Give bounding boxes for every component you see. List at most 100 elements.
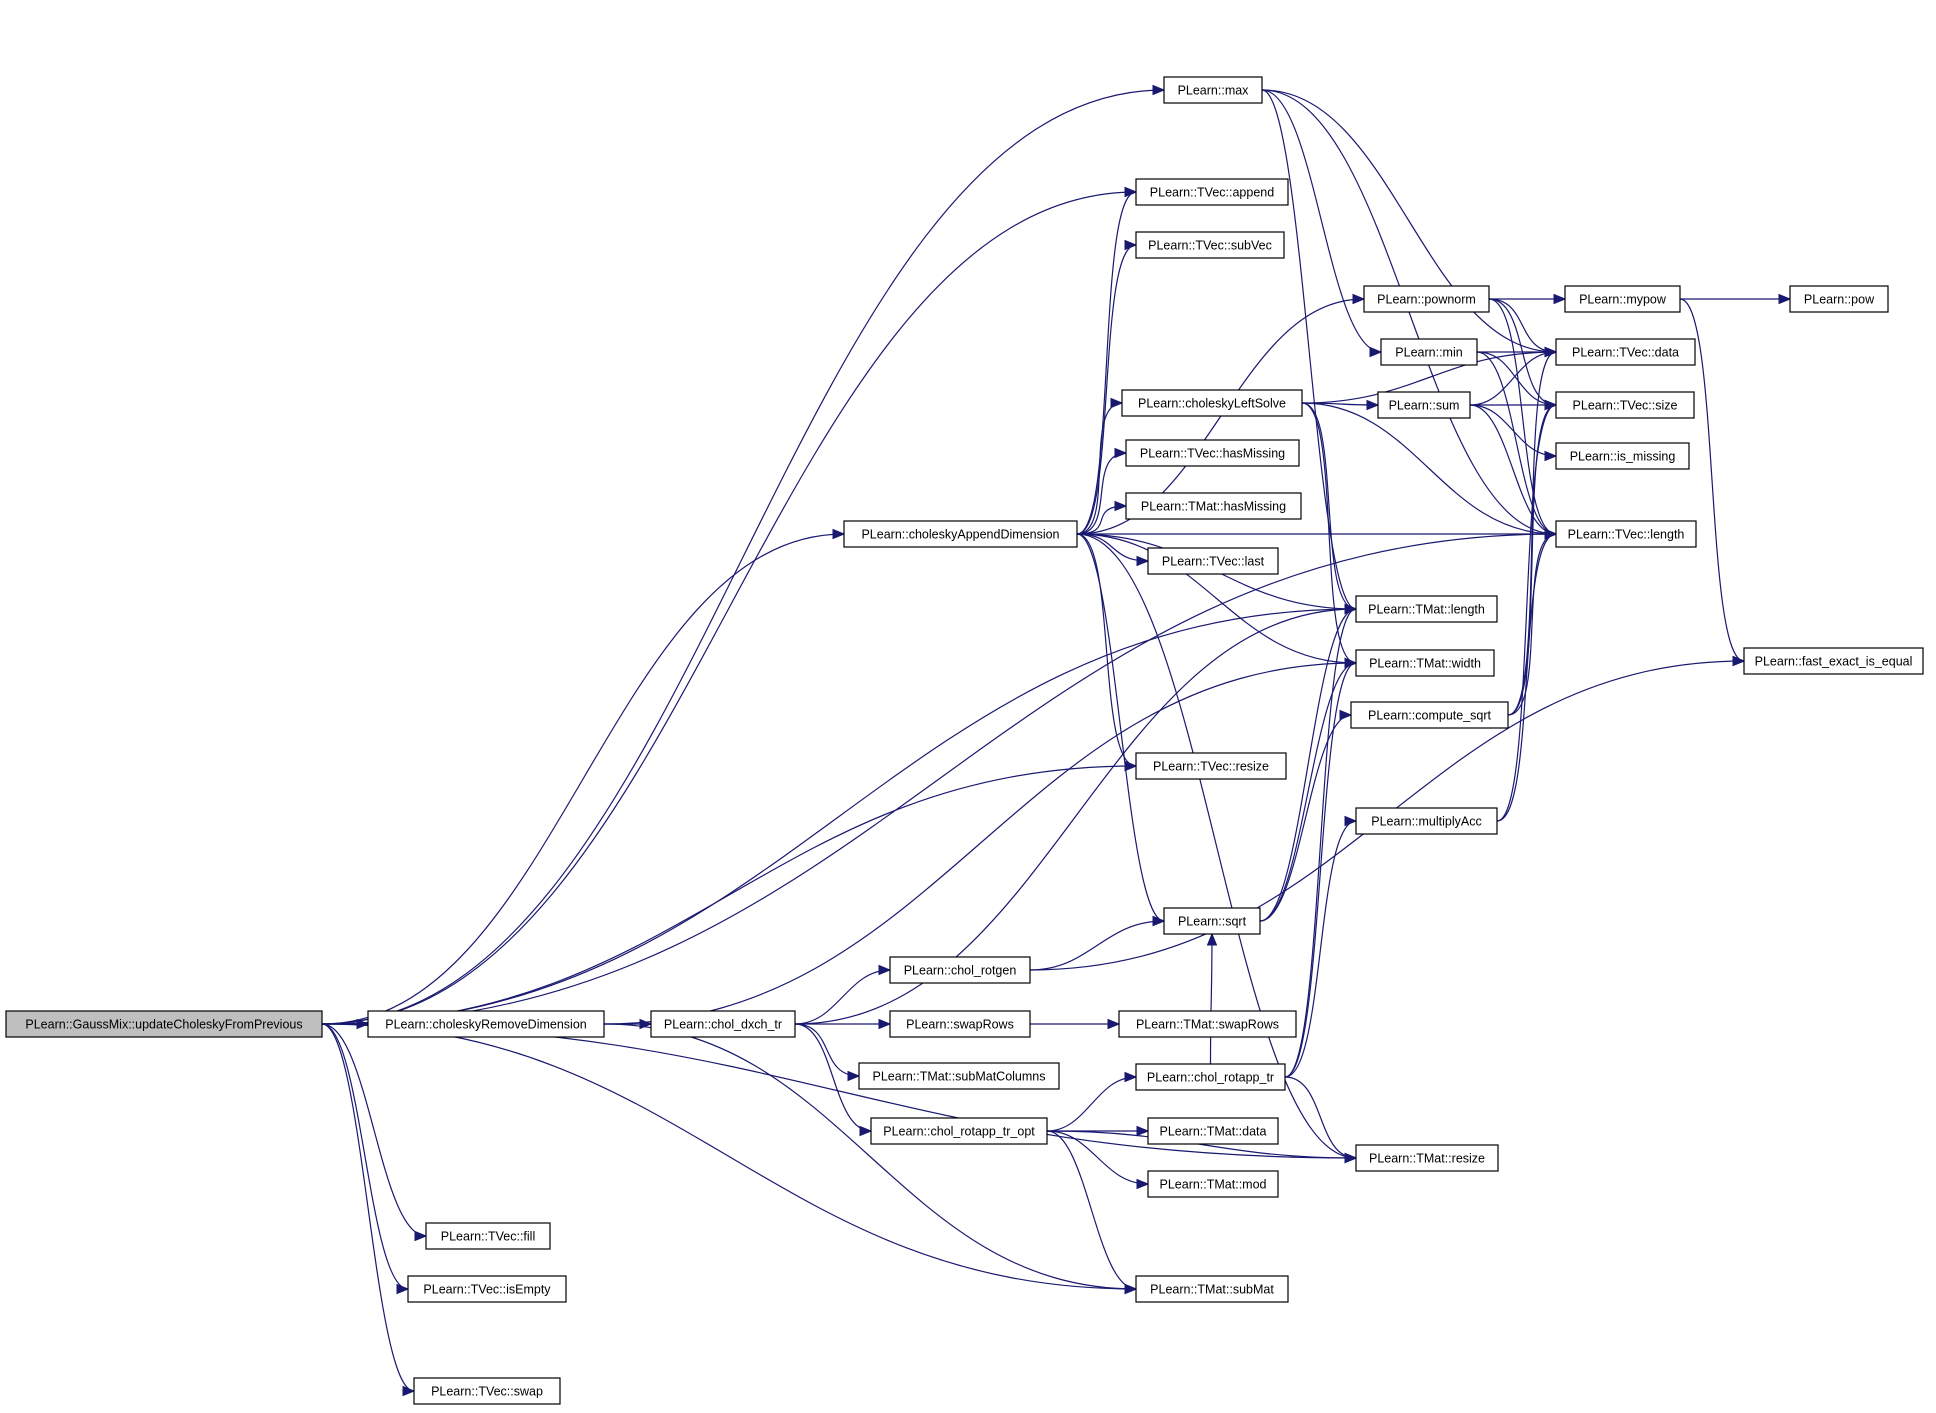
node-chol-append[interactable]: PLearn::choleskyAppendDimension xyxy=(843,520,1078,548)
node-tvec-last[interactable]: PLearn::TVec::last xyxy=(1147,547,1279,575)
node-tmat-resize[interactable]: PLearn::TMat::resize xyxy=(1355,1144,1499,1172)
node-pownorm[interactable]: PLearn::pownorm xyxy=(1363,285,1490,313)
node-tmat-submatcols[interactable]: PLearn::TMat::subMatColumns xyxy=(858,1062,1060,1090)
node-tvec-append[interactable]: PLearn::TVec::append xyxy=(1135,178,1289,206)
node-box[interactable] xyxy=(1789,285,1889,313)
node-fast-exact[interactable]: PLearn::fast_exact_is_equal xyxy=(1743,647,1924,675)
node-box[interactable] xyxy=(1564,285,1681,313)
node-tvec-length[interactable]: PLearn::TVec::length xyxy=(1555,520,1697,548)
node-swaprows[interactable]: PLearn::swapRows xyxy=(889,1010,1031,1038)
node-tvec-hasmissing[interactable]: PLearn::TVec::hasMissing xyxy=(1125,439,1300,467)
node-label: PLearn::sum xyxy=(1389,399,1460,413)
node-box[interactable] xyxy=(1135,1063,1286,1091)
node-chol-dxch[interactable]: PLearn::chol_dxch_tr xyxy=(650,1010,796,1038)
node-tvec-fill[interactable]: PLearn::TVec::fill xyxy=(425,1222,551,1250)
node-box[interactable] xyxy=(858,1062,1060,1090)
node-label: PLearn::TVec::size xyxy=(1573,399,1678,413)
node-box[interactable] xyxy=(1147,547,1279,575)
call-edge-sqrt-to-tmat_width xyxy=(1259,657,1358,922)
node-box[interactable] xyxy=(1355,1144,1499,1172)
node-chol-left-solve[interactable]: PLearn::choleskyLeftSolve xyxy=(1121,389,1303,417)
node-box[interactable] xyxy=(407,1275,567,1303)
node-box[interactable] xyxy=(1555,391,1695,419)
edge-line xyxy=(603,662,1357,1025)
node-box[interactable] xyxy=(5,1010,323,1038)
node-box[interactable] xyxy=(1125,439,1300,467)
node-box[interactable] xyxy=(1555,520,1697,548)
node-box[interactable] xyxy=(843,520,1078,548)
node-chol-rotapp-opt[interactable]: PLearn::chol_rotapp_tr_opt xyxy=(870,1117,1048,1145)
node-tmat-hasmissing[interactable]: PLearn::TMat::hasMissing xyxy=(1125,492,1302,520)
node-tmat-swaprows[interactable]: PLearn::TMat::swapRows xyxy=(1118,1010,1297,1038)
node-box[interactable] xyxy=(1135,1275,1289,1303)
node-box[interactable] xyxy=(1555,338,1696,366)
node-chol-rotapp[interactable]: PLearn::chol_rotapp_tr xyxy=(1135,1063,1286,1091)
arrowhead-icon xyxy=(1114,500,1128,512)
node-box[interactable] xyxy=(1555,442,1690,470)
arrowhead-icon xyxy=(1344,603,1358,615)
node-box[interactable] xyxy=(889,956,1031,984)
node-box[interactable] xyxy=(1363,285,1490,313)
node-tvec-resize[interactable]: PLearn::TVec::resize xyxy=(1135,752,1287,780)
node-tvec-isempty[interactable]: PLearn::TVec::isEmpty xyxy=(407,1275,567,1303)
node-sum[interactable]: PLearn::sum xyxy=(1377,391,1471,419)
node-tvec-swap[interactable]: PLearn::TVec::swap xyxy=(413,1377,561,1405)
node-box[interactable] xyxy=(413,1377,561,1405)
node-tmat-length[interactable]: PLearn::TMat::length xyxy=(1355,595,1498,623)
node-multiplyacc[interactable]: PLearn::multiplyAcc xyxy=(1355,807,1498,835)
node-tmat-width[interactable]: PLearn::TMat::width xyxy=(1355,649,1495,677)
node-tvec-size[interactable]: PLearn::TVec::size xyxy=(1555,391,1695,419)
node-box[interactable] xyxy=(1355,595,1498,623)
function-nodes: PLearn::GaussMix::updateCholeskyFromPrev… xyxy=(5,76,1924,1405)
edge-line xyxy=(1507,351,1557,716)
node-label: PLearn::TMat::subMatColumns xyxy=(873,1070,1046,1084)
node-box[interactable] xyxy=(870,1117,1048,1145)
node-box[interactable] xyxy=(650,1010,796,1038)
node-box[interactable] xyxy=(1377,391,1471,419)
node-box[interactable] xyxy=(1135,752,1287,780)
node-tmat-submat[interactable]: PLearn::TMat::subMat xyxy=(1135,1275,1289,1303)
node-mypow[interactable]: PLearn::mypow xyxy=(1564,285,1681,313)
node-chol-remove[interactable]: PLearn::choleskyRemoveDimension xyxy=(367,1010,605,1038)
node-box[interactable] xyxy=(1147,1117,1279,1145)
arrowhead-icon xyxy=(1352,293,1366,305)
node-box[interactable] xyxy=(1355,649,1495,677)
node-max[interactable]: PLearn::max xyxy=(1163,76,1263,104)
node-box[interactable] xyxy=(1121,389,1303,417)
call-edge-chol_dxch-to-tmat_submatcols xyxy=(794,1023,861,1082)
node-box[interactable] xyxy=(1118,1010,1297,1038)
node-tmat-data[interactable]: PLearn::TMat::data xyxy=(1147,1117,1279,1145)
node-label: PLearn::TMat::width xyxy=(1369,657,1481,671)
node-sqrt[interactable]: PLearn::sqrt xyxy=(1163,907,1261,935)
node-min[interactable]: PLearn::min xyxy=(1380,338,1478,366)
arrowhead-icon xyxy=(1544,528,1558,540)
call-edge-chol_rotapp_opt-to-tmat_submat xyxy=(1046,1130,1138,1295)
node-box[interactable] xyxy=(367,1010,605,1038)
node-box[interactable] xyxy=(1743,647,1924,675)
arrowhead-icon xyxy=(878,1018,892,1030)
edge-line xyxy=(1046,1130,1149,1185)
node-tvec-data[interactable]: PLearn::TVec::data xyxy=(1555,338,1696,366)
node-box[interactable] xyxy=(1125,492,1302,520)
edge-line xyxy=(1046,1130,1137,1290)
node-box[interactable] xyxy=(1147,1170,1279,1198)
node-tmat-mod[interactable]: PLearn::TMat::mod xyxy=(1147,1170,1279,1198)
node-box[interactable] xyxy=(425,1222,551,1250)
node-box[interactable] xyxy=(889,1010,1031,1038)
node-box[interactable] xyxy=(1350,701,1509,729)
node-root[interactable]: PLearn::GaussMix::updateCholeskyFromPrev… xyxy=(5,1010,323,1038)
edge-line xyxy=(1261,89,1357,610)
node-tvec-subvec[interactable]: PLearn::TVec::subVec xyxy=(1135,231,1285,259)
node-box[interactable] xyxy=(1135,231,1285,259)
node-box[interactable] xyxy=(1380,338,1478,366)
node-pow[interactable]: PLearn::pow xyxy=(1789,285,1889,313)
node-label: PLearn::TMat::resize xyxy=(1369,1152,1485,1166)
node-box[interactable] xyxy=(1163,907,1261,935)
node-is-missing[interactable]: PLearn::is_missing xyxy=(1555,442,1690,470)
node-box[interactable] xyxy=(1135,178,1289,206)
node-box[interactable] xyxy=(1163,76,1263,104)
node-compute-sqrt[interactable]: PLearn::compute_sqrt xyxy=(1350,701,1509,729)
node-box[interactable] xyxy=(1355,807,1498,835)
node-label: PLearn::fast_exact_is_equal xyxy=(1755,655,1913,669)
node-chol-rotgen[interactable]: PLearn::chol_rotgen xyxy=(889,956,1031,984)
